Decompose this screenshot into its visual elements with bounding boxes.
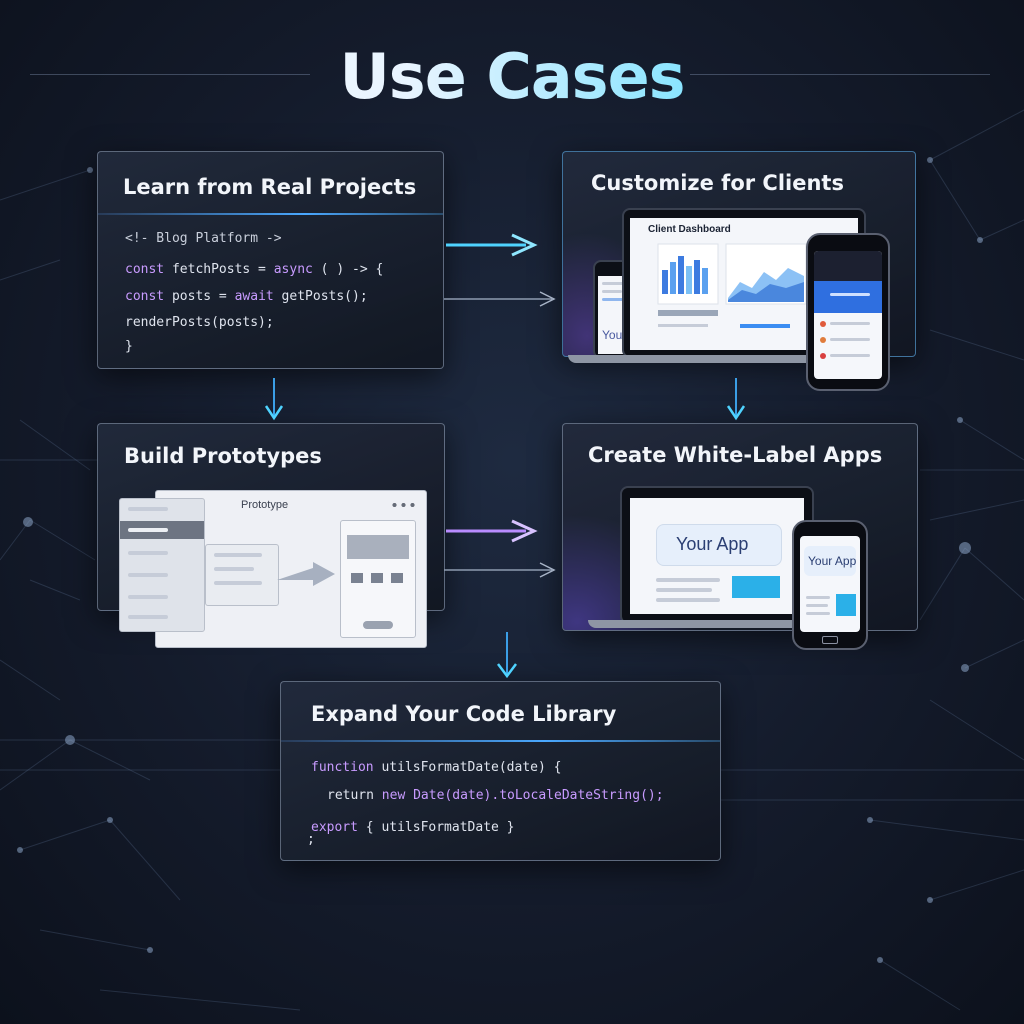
code-line-1: const fetchPosts = async ( ) -> { (125, 262, 384, 277)
laptop-base (568, 355, 868, 363)
code-line-2: return new Date(date).toLocaleDateString… (327, 788, 664, 803)
tablet-label: You (602, 328, 623, 342)
arrow-down-right (726, 378, 746, 421)
arrow-right-grey (444, 291, 556, 307)
code-line-3: renderPosts(posts); (125, 315, 274, 330)
arrow-down-center (497, 632, 517, 679)
card-title: Customize for Clients (591, 171, 844, 195)
card-divider (281, 740, 720, 742)
laptop-app-label: Your App (676, 534, 749, 554)
card-title: Expand Your Code Library (311, 702, 617, 726)
code-line-3: export { utilsFormatDate } (311, 820, 515, 835)
arrow-down-left (264, 378, 284, 421)
card-title: Learn from Real Projects (123, 175, 417, 199)
code-line-4: ; (307, 832, 315, 847)
prototype-sidebar (119, 498, 205, 632)
title-rule-right (690, 74, 990, 75)
laptop-screen: Your App (630, 498, 804, 614)
arrow-right-cyan (446, 233, 538, 257)
dashboard-charts (657, 243, 807, 328)
card-divider (98, 213, 443, 215)
card-title: Create White-Label Apps (588, 443, 883, 467)
phone-device: Your App (792, 520, 868, 650)
phone-app-label: Your App (808, 554, 857, 568)
code-comment: <!- Blog Platform -> (125, 231, 282, 246)
card-title: Build Prototypes (124, 444, 322, 468)
window-dots (390, 503, 416, 507)
prototype-flow-arrow (277, 562, 335, 586)
title-rule-left (30, 74, 310, 75)
prototype-panel (205, 544, 279, 606)
card-learn-from-real-projects: Learn from Real Projects <!- Blog Platfo… (97, 151, 444, 369)
laptop-device: Your App (620, 486, 814, 624)
code-line-2: const posts = await getPosts(); (125, 289, 368, 304)
phone-device (806, 233, 890, 391)
arrow-right-purple (446, 519, 538, 543)
dashboard-label: Client Dashboard (648, 224, 731, 235)
page-title: Use Cases (0, 40, 1024, 113)
prototype-mobile (340, 520, 416, 638)
card-expand-your-code-library: Expand Your Code Library function utilsF… (280, 681, 721, 861)
laptop-base (588, 620, 838, 628)
code-line-1: function utilsFormatDate(date) { (311, 760, 562, 775)
code-line-4: } (125, 339, 133, 354)
arrow-right-grey-2 (444, 562, 556, 578)
prototype-label: Prototype (241, 499, 289, 511)
